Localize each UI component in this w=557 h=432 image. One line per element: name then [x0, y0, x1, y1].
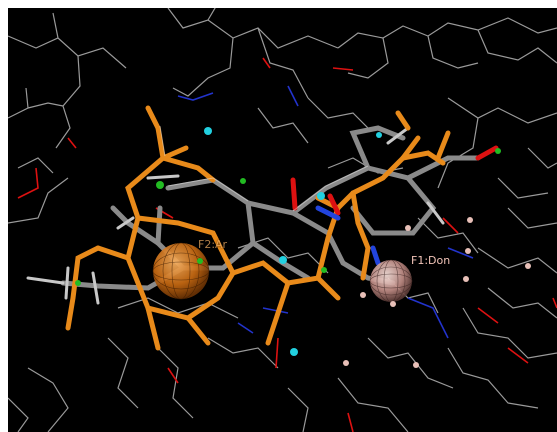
molecule-scene — [8, 8, 557, 432]
stick-highlights — [159, 125, 369, 212]
donor-feature-sphere — [369, 259, 413, 303]
ligand-orange-sticks — [65, 105, 451, 351]
heteroatom-bonds — [17, 57, 557, 432]
pharmacophore-points — [343, 217, 531, 368]
aromatic-feature-sphere — [152, 242, 210, 300]
ligand-heteroatom-sticks — [290, 145, 499, 266]
protein-wireframe — [8, 8, 557, 432]
molecular-viewport[interactable]: F1:Don F2:Ar — [8, 8, 557, 432]
ligand-gray-sticks-light — [26, 126, 445, 305]
aromatic-feature-label: F2:Ar — [198, 238, 228, 251]
water-molecules — [204, 127, 382, 356]
donor-feature-label: F1:Don — [411, 254, 451, 267]
chlorine-atoms — [75, 148, 501, 286]
